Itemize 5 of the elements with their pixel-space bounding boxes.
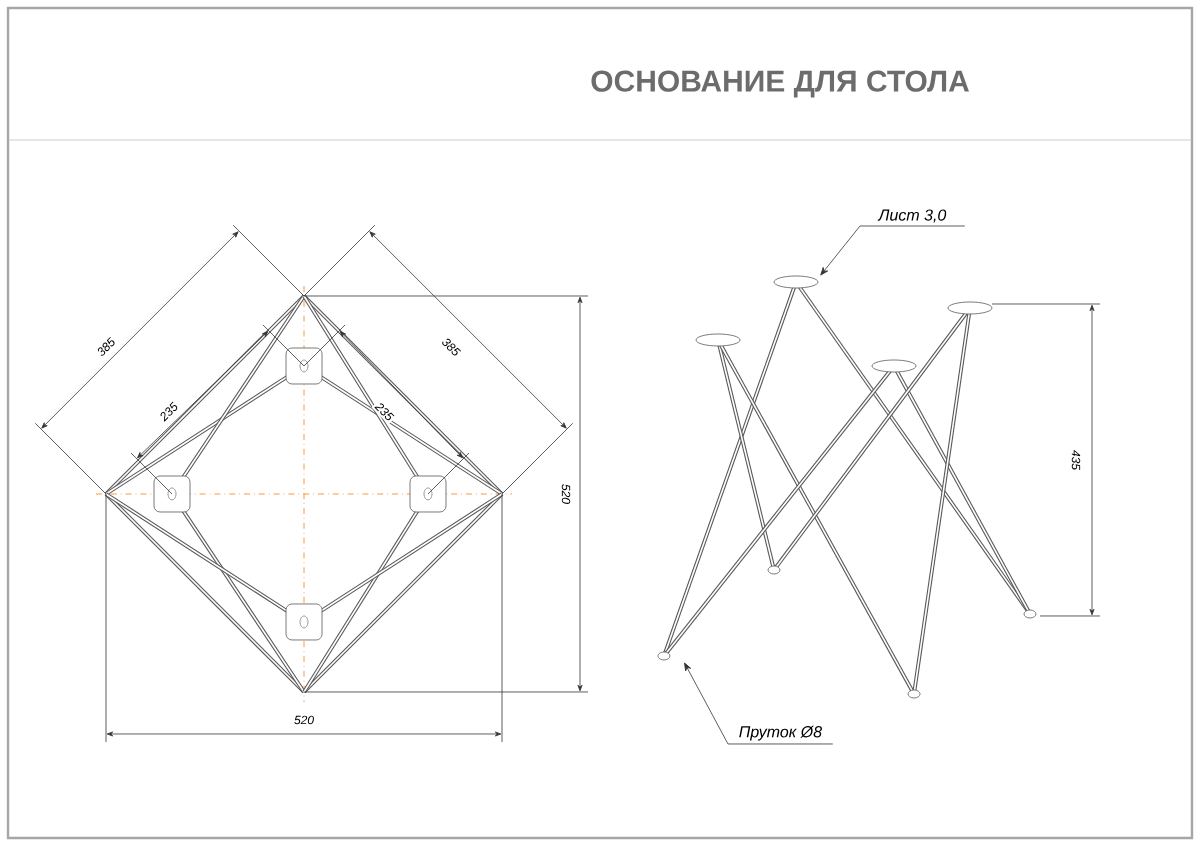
leader-line [820,225,966,276]
leader-line [684,662,834,745]
callout-text: Лист 3,0 [877,209,947,223]
callout-text: Пруток Ø8 [739,725,822,741]
diagram-title: ОСНОВАНИЕ ДЛЯ СТОЛА [591,70,969,98]
